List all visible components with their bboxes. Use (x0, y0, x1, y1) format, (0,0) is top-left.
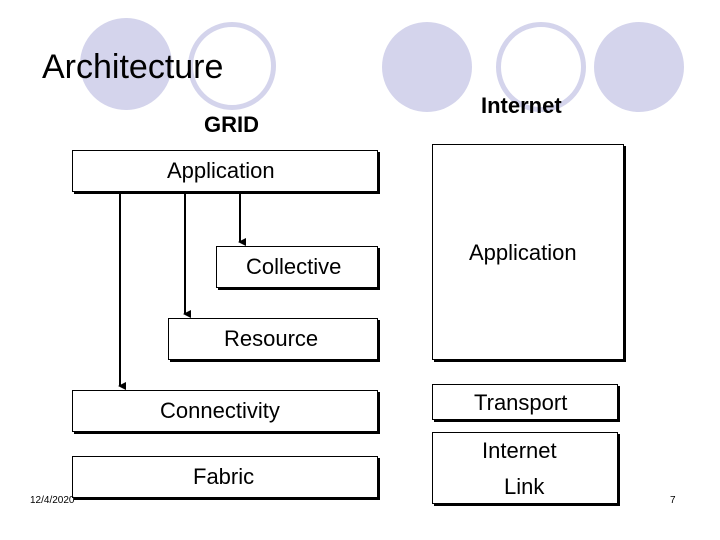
decor-circle (382, 22, 472, 112)
internet-application-box (432, 144, 624, 360)
slide-title: Architecture (42, 48, 224, 86)
grid-fabric-label: Fabric (193, 464, 255, 489)
grid-resource-label: Resource (224, 326, 319, 351)
page-number: 7 (670, 495, 676, 506)
internet-transport-label: Transport (474, 390, 568, 415)
decor-circle (594, 22, 684, 112)
grid-fabric-box (72, 456, 378, 498)
grid-collective-label: Collective (246, 254, 342, 279)
internet-transport-box (432, 384, 618, 420)
grid-application-label: Application (167, 158, 275, 183)
internet-link-label-line2: Link (504, 474, 545, 499)
grid-resource-box (168, 318, 378, 360)
grid-connectivity-label: Connectivity (160, 398, 280, 423)
internet-heading: Internet (481, 93, 562, 118)
internet-link-label-line1: Internet (482, 438, 557, 463)
decor-circle (496, 22, 586, 112)
grid-connectivity-box (72, 390, 378, 432)
decor-circle (80, 18, 172, 110)
internet-application-label: Application (469, 240, 577, 265)
slide-date: 12/4/2020 (30, 495, 75, 506)
internet-link-box (432, 432, 618, 504)
grid-application-box (72, 150, 378, 192)
grid-heading: GRID (204, 112, 259, 137)
decor-circle (188, 22, 276, 110)
grid-collective-box (216, 246, 378, 288)
